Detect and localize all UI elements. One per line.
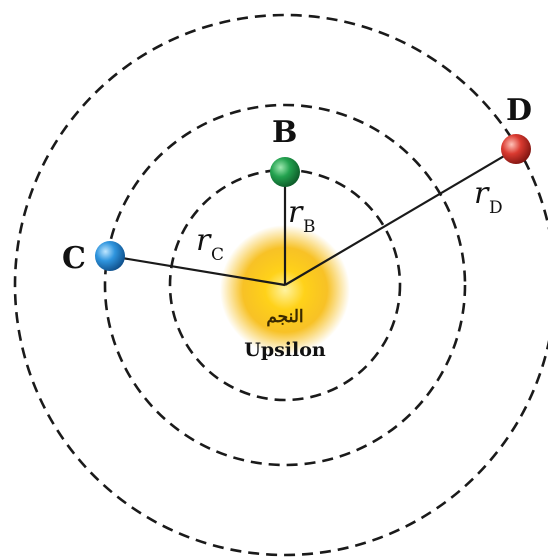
orbit-outer: [13, 13, 548, 557]
radius-symbol-c: r: [196, 223, 212, 258]
radius-label-c: r C: [196, 223, 224, 265]
planet-d: [501, 134, 531, 164]
star-name-label: Upsilon: [244, 339, 326, 361]
radius-line-c: [109, 254, 286, 287]
radius-subscript-d: D: [489, 198, 503, 218]
planet-c-label: C: [62, 241, 86, 276]
radius-line-d: [284, 148, 517, 286]
orbit-middle: [103, 103, 467, 467]
star-upsilon: [220, 225, 350, 355]
radius-symbol-b: r: [288, 195, 304, 230]
planet-c: [95, 241, 125, 271]
radius-symbol-d: r: [474, 176, 490, 211]
radius-label-d: r D: [474, 176, 503, 218]
radius-subscript-b: B: [303, 217, 316, 237]
radius-subscript-c: C: [211, 245, 224, 265]
planet-d-label: D: [506, 93, 532, 128]
star-arabic-label: النجم: [266, 307, 303, 327]
planet-b-label: B: [272, 115, 297, 150]
planet-b: [270, 157, 300, 187]
radius-label-b: r B: [288, 195, 316, 237]
